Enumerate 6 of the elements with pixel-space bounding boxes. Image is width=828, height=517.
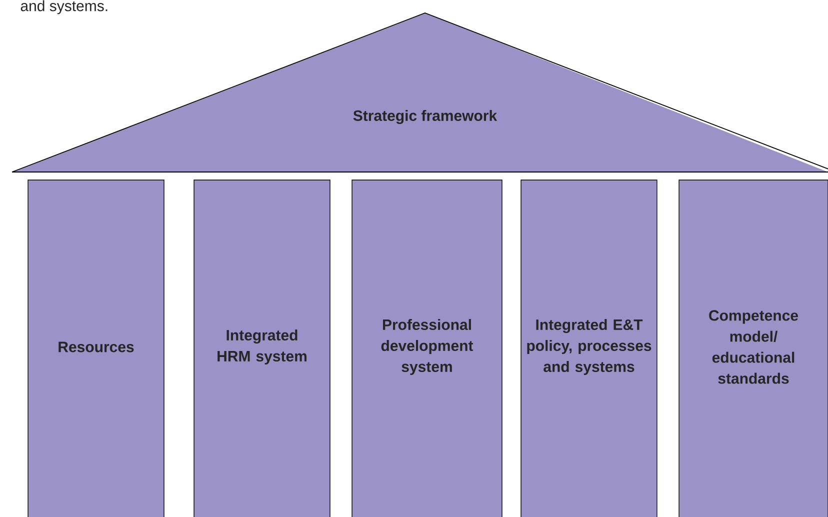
note-text: and systems. <box>20 0 108 14</box>
pillar-box: Integrated HRM system <box>194 180 330 517</box>
pillar-box: Integrated E&T policy, processes and systems <box>520 180 658 517</box>
pillar-box: Professional development system <box>352 180 502 517</box>
pillar-box: Resources <box>28 180 164 517</box>
pillar-box: Competence model/ educational standards <box>678 180 828 517</box>
